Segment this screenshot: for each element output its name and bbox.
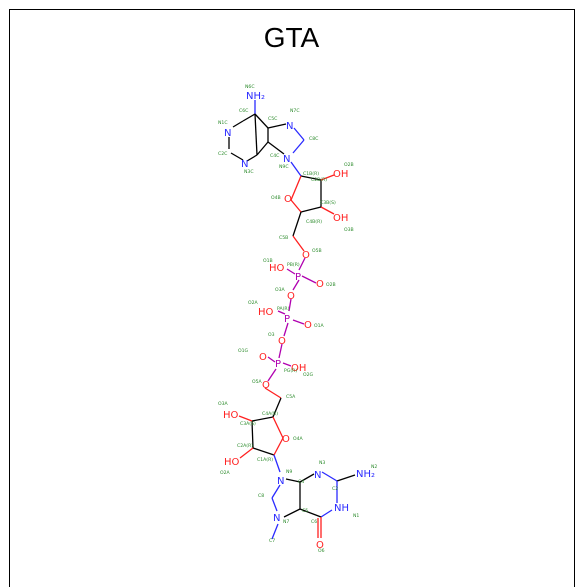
nh1-bottom-label: NH — [334, 503, 349, 514]
atom-name: N2 — [371, 464, 377, 470]
oh2-top-label: OH — [333, 169, 348, 180]
atom-name: C5A — [286, 394, 296, 400]
atom-name: O2A — [220, 470, 231, 476]
guanine-ring — [271, 471, 356, 540]
n7-bottom-label: N — [273, 513, 280, 524]
o4-bottom-label: O — [282, 434, 290, 445]
atom-name: N9C — [279, 164, 289, 170]
o-bridge1-label: O — [287, 291, 295, 302]
atom-name: O4A — [293, 436, 304, 442]
atom-name: C7 — [269, 538, 275, 544]
atom-name: C6 — [311, 519, 317, 525]
ho-p1-label: HO — [269, 263, 285, 274]
atom-name: C4 — [298, 479, 304, 485]
p2-label: P — [284, 314, 290, 325]
atom-name: O1A — [314, 323, 325, 329]
atom-name: C2 — [332, 486, 338, 492]
ho-p2-label: HO — [258, 307, 274, 318]
o-p1-label: O — [316, 279, 324, 290]
atom-name: O3 — [268, 332, 275, 338]
atom-name: C8 — [258, 493, 264, 499]
atom-name: O2G — [303, 372, 314, 378]
n3-bottom-label: N — [314, 470, 321, 481]
oh2-bottom-label: HO — [224, 457, 240, 468]
atom-name: O5B — [312, 248, 322, 254]
atom-name: O5A — [252, 379, 263, 385]
nh2-top-label: NH₂ — [246, 91, 265, 102]
atom-name: O2B — [326, 282, 336, 288]
atom-name: O4B — [271, 195, 281, 201]
atom-name: PG(R) — [284, 368, 297, 374]
atom-name: C5 — [302, 508, 308, 514]
n9-bottom-label: N — [277, 476, 284, 487]
o5-top-label: O — [302, 250, 310, 261]
atom-name: C2C — [218, 151, 227, 157]
ribose-ring-top — [290, 161, 335, 252]
o5-bottom-label: O — [262, 380, 270, 391]
n9-top-label: N — [283, 154, 290, 165]
n3-top-label: N — [241, 159, 248, 170]
molecule-title: GTA — [263, 22, 320, 53]
atom-name: N7C — [290, 108, 300, 114]
nh2-bottom-label: NH₂ — [356, 469, 375, 480]
atom-name: C4A(R) — [262, 411, 278, 417]
atom-name: O2B — [344, 162, 354, 168]
atom-name: C2B(R) — [311, 177, 327, 183]
atom-name: C5C — [268, 116, 277, 122]
atom-name: O1B — [263, 258, 273, 264]
oh3-top-label: OH — [333, 213, 348, 224]
adenine-ring — [228, 100, 305, 162]
atom-name: C2A(R) — [237, 443, 253, 449]
ribose-ring-bottom — [238, 387, 284, 473]
atom-name: C1A(R) — [257, 457, 273, 463]
atom-name: C4C — [270, 153, 279, 159]
atom-name: C6C — [239, 108, 248, 114]
p3-label: P — [275, 359, 281, 370]
atom-name: N3 — [319, 460, 325, 466]
atom-name: PA(R) — [277, 306, 290, 312]
figure-frame — [9, 9, 575, 587]
atom-name: N1 — [353, 513, 359, 519]
atom-name: C3A(S) — [240, 421, 256, 427]
atom-name: C3B(S) — [320, 200, 336, 206]
atom-name: O2A — [248, 300, 259, 306]
atom-name: O1G — [238, 348, 249, 354]
triphosphate-chain — [267, 257, 317, 382]
oh-p3-label: OH — [291, 363, 306, 374]
o-p3-label: O — [259, 352, 267, 363]
atom-name: N7 — [283, 519, 289, 525]
atom-name: N3C — [244, 169, 254, 175]
o-bridge2-label: O — [278, 336, 286, 347]
o6-bottom-label: O — [316, 540, 324, 551]
atom-name: N1C — [218, 120, 228, 126]
n1-top-label: N — [224, 128, 231, 139]
atom-name: N9 — [286, 469, 292, 475]
atom-name: C8C — [309, 136, 318, 142]
oh3-bottom-label: HO — [223, 410, 239, 421]
n7-top-label: N — [286, 121, 293, 132]
atom-name: O3A — [275, 287, 286, 293]
atom-name: O3A — [218, 401, 229, 407]
atom-name: C5B — [279, 235, 288, 241]
o-p2-label: O — [304, 320, 312, 331]
atom-name: O6 — [318, 548, 325, 554]
atom-name: PB(R) — [287, 262, 300, 268]
p1-label: P — [295, 272, 301, 283]
atom-name: C4B(R) — [306, 219, 322, 225]
atom-name: N6C — [245, 84, 255, 90]
o4-top-label: O — [284, 194, 292, 205]
atom-name: O3B — [344, 227, 354, 233]
atom-name: C1B(R) — [303, 171, 319, 177]
